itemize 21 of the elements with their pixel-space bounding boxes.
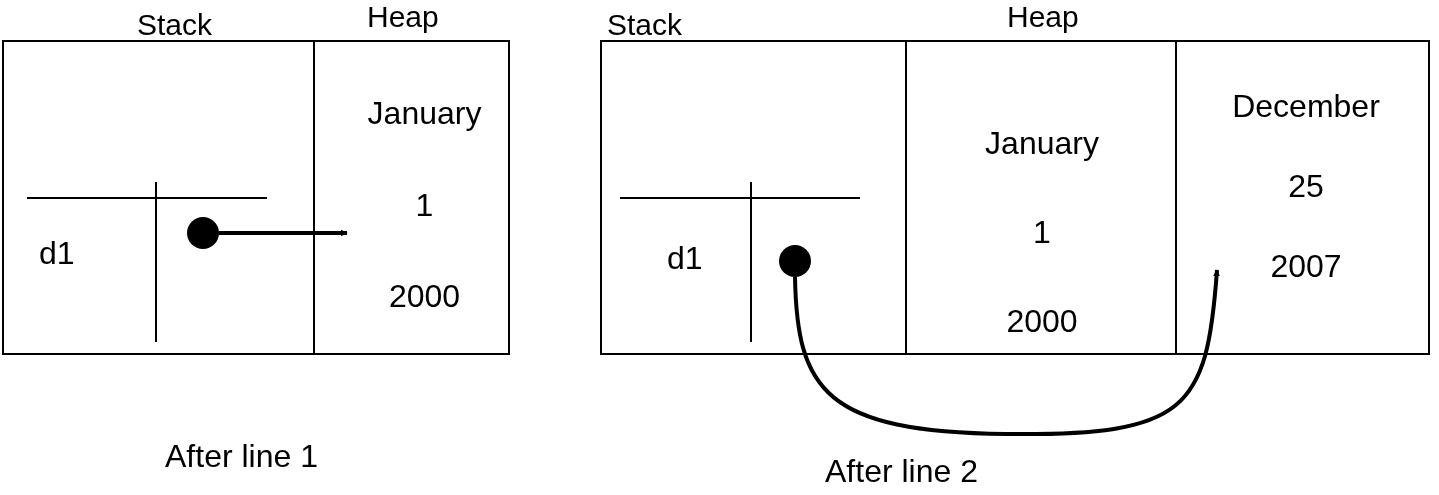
arrow bbox=[219, 229, 348, 237]
arrow bbox=[793, 269, 1220, 436]
caption-text: After line 2 bbox=[825, 455, 978, 487]
heap-heading: Heap bbox=[1007, 2, 1079, 32]
field-value: January bbox=[985, 127, 1099, 159]
stack-heading: Stack bbox=[137, 10, 213, 40]
field-value: 2007 bbox=[1270, 250, 1342, 282]
reference-dot bbox=[779, 245, 811, 277]
field-value: 2000 bbox=[388, 280, 461, 312]
variable-name: d1 bbox=[39, 237, 75, 269]
variable-name: d1 bbox=[667, 242, 703, 274]
field-value: 25 bbox=[1288, 170, 1324, 202]
heap-heading: Heap bbox=[367, 2, 439, 32]
stack-heading: Stack bbox=[607, 10, 683, 40]
field-value: 2000 bbox=[1006, 305, 1078, 337]
reference-dot bbox=[187, 217, 219, 249]
field-value: 1 bbox=[1033, 216, 1051, 248]
field-value: January bbox=[367, 97, 482, 129]
field-value: 1 bbox=[415, 188, 434, 221]
field-value: December bbox=[1232, 90, 1380, 122]
caption-text: After line 1 bbox=[165, 440, 318, 472]
